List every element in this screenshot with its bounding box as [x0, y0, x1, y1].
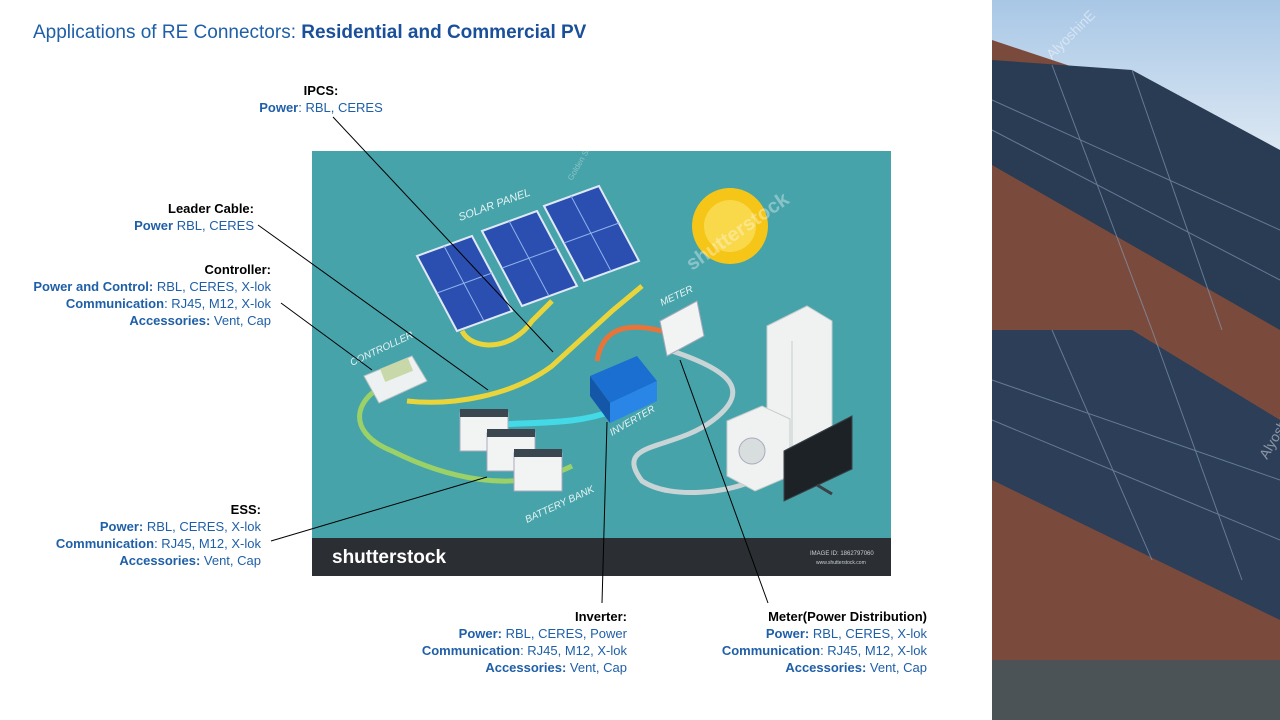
controller-heading: Controller: [204, 262, 271, 277]
illustration-footer [312, 538, 891, 576]
ipcs-power-key: Power [259, 100, 299, 115]
callout-ipcs: IPCS: Power: RBL, CERES [258, 82, 384, 116]
meter-comm-key: Communication [721, 643, 821, 658]
ess-acc-key: Accessories: [119, 553, 201, 568]
controller-acc-key: Accessories: [129, 313, 211, 328]
inverter-device [590, 356, 657, 423]
callout-ess: ESS: Power: RBL, CERES, X-lok Communicat… [56, 501, 261, 569]
leader-cable-power-value: RBL, CERES [173, 218, 254, 233]
meter-device [659, 300, 705, 357]
inverter-acc-key: Accessories: [485, 660, 567, 675]
leader-cable-power-key: Power [134, 218, 174, 233]
pv-system-illustration: SOLAR PANEL CONTROLLER BATTERY BANK INVE… [312, 151, 891, 576]
inverter-heading: Inverter: [574, 609, 627, 624]
washing-machine-icon [726, 405, 791, 492]
ess-comm-key: Communication [55, 536, 155, 551]
ess-power-value: RBL, CERES, X-lok [143, 519, 261, 534]
yellow-cable [406, 284, 644, 405]
inverter-power-key: Power: [458, 626, 502, 641]
battery-bank [459, 409, 563, 492]
inverter-comm-key: Communication [421, 643, 521, 658]
callout-leader-cable: Leader Cable: Power RBL, CERES [134, 200, 254, 234]
footer-site: www.shutterstock.com [816, 560, 866, 566]
orange-cable [594, 324, 663, 362]
title-bold: Residential and Commercial PV [301, 22, 587, 43]
meter-power-key: Power: [765, 626, 810, 641]
slide-title: Applications of RE Connectors: Residenti… [33, 22, 586, 44]
controller-comm-value: : RJ45, M12, X-lok [164, 296, 271, 311]
footer-brand: shutterstock [332, 547, 446, 568]
ess-power-key: Power: [99, 519, 144, 534]
callout-meter: Meter(Power Distribution) Power: RBL, CE… [722, 608, 927, 676]
controller-comm-key: Communication [65, 296, 165, 311]
sun-icon [692, 188, 768, 264]
ess-heading: ESS: [230, 502, 261, 517]
inverter-acc-value: Vent, Cap [566, 660, 627, 675]
controller-acc-value: Vent, Cap [210, 313, 271, 328]
title-prefix: Applications of RE Connectors: [33, 22, 302, 43]
callout-controller: Controller: Power and Control: RBL, CERE… [33, 261, 271, 329]
ess-comm-value: : RJ45, M12, X-lok [154, 536, 261, 551]
controller-power-key: Power and Control: [33, 279, 154, 294]
inverter-comm-value: : RJ45, M12, X-lok [520, 643, 627, 658]
meter-acc-value: Vent, Cap [866, 660, 927, 675]
callout-inverter: Inverter: Power: RBL, CERES, Power Commu… [422, 608, 627, 676]
leader-cable-heading: Leader Cable: [168, 201, 254, 216]
meter-comm-value: : RJ45, M12, X-lok [820, 643, 927, 658]
ipcs-heading: IPCS: [303, 83, 339, 98]
controller-power-value: RBL, CERES, X-lok [153, 279, 271, 294]
image-id: IMAGE ID: 1862797060 [810, 551, 874, 557]
meter-acc-key: Accessories: [785, 660, 867, 675]
inverter-power-value: RBL, CERES, Power [502, 626, 627, 641]
meter-heading: Meter(Power Distribution) [768, 609, 927, 624]
meter-power-value: RBL, CERES, X-lok [809, 626, 927, 641]
ipcs-power-value: : RBL, CERES [298, 100, 383, 115]
ess-acc-value: Vent, Cap [200, 553, 261, 568]
tv-icon [783, 415, 853, 502]
rooftop-solar-photo: AlyoshinE Alyoshin [992, 0, 1280, 720]
